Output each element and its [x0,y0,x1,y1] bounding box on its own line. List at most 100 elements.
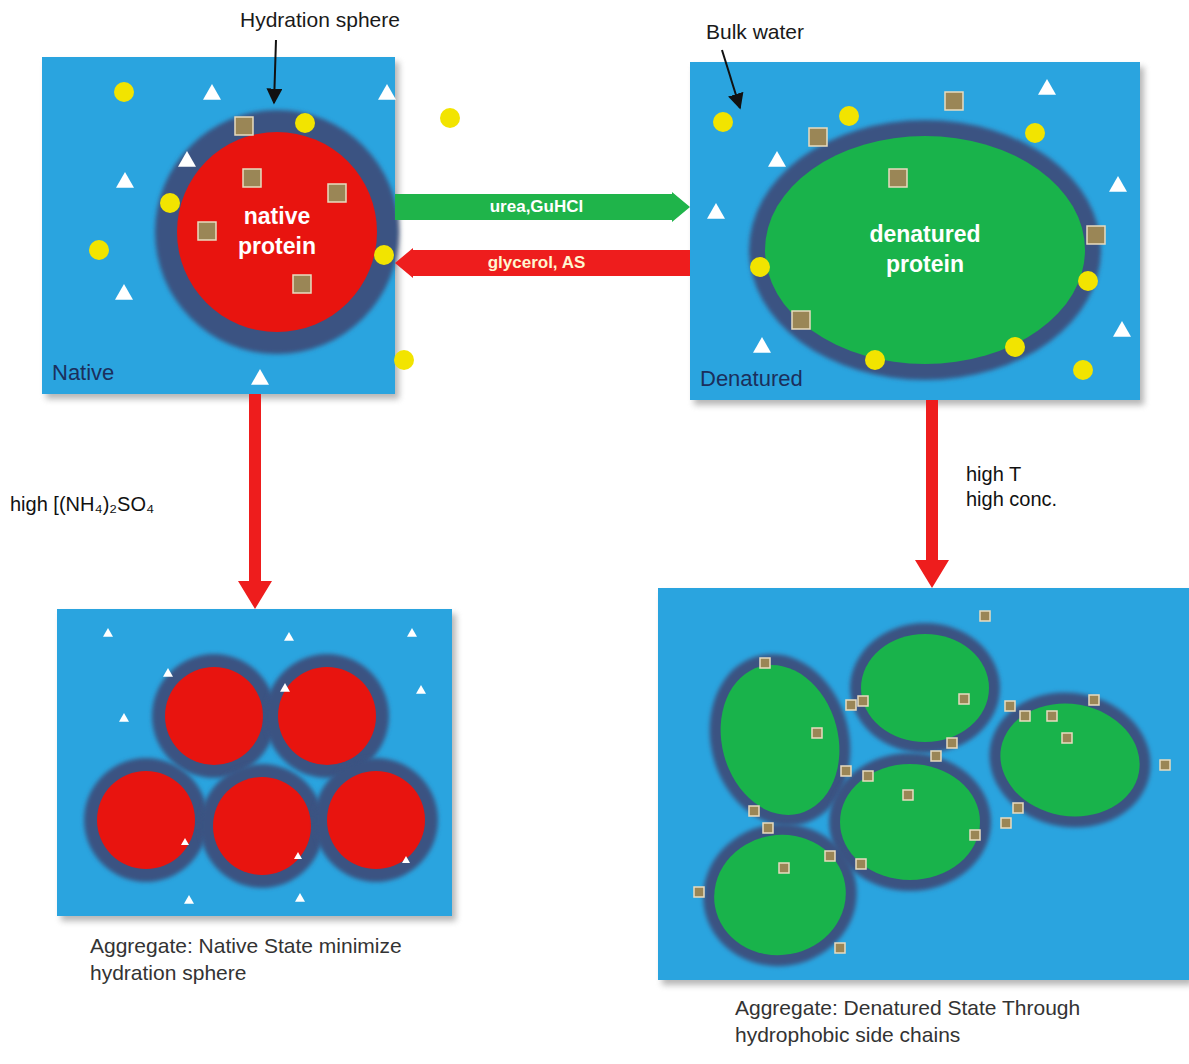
square-molecule [825,851,835,861]
protein-body [765,136,1085,364]
square-molecule [1160,760,1170,770]
triangle-molecule [163,668,173,677]
protein [692,812,868,979]
protein [829,753,991,891]
state-label: Denatured [700,366,803,392]
triangle-molecule [181,838,189,845]
edge-label: high T high conc. [966,462,1061,512]
yellow-molecule [160,193,180,213]
yellow-molecule [1025,123,1045,143]
square-molecule [1087,226,1105,244]
square-molecule [792,311,810,329]
protein-body [991,693,1148,828]
protein [84,758,208,882]
protein-label: native protein [212,202,342,262]
protein-body [840,764,980,880]
hydration-sphere [84,758,208,882]
hydration-sphere [749,120,1101,380]
square-molecule [749,806,759,816]
square-molecule [947,738,957,748]
edge-label: high [(NH₄)₂SO₄ [10,492,154,517]
edge-label: urea,GuHCl [490,196,584,217]
protein-node: native protein [155,110,399,354]
yellow-molecule [114,82,134,102]
square-molecule [980,611,990,621]
callout-label: Bulk water [706,20,804,44]
leader-line [722,50,740,108]
caption: Aggregate: Native State minimize hydrati… [90,932,410,987]
yellow-molecule [1073,360,1093,380]
aggregate-panel: Aggregate: Denatured State Through hydro… [658,588,1189,980]
square-molecule [835,943,845,953]
square-molecule [931,751,941,761]
protein [314,758,438,882]
protein-body [861,634,989,742]
yellow-molecule [374,245,394,265]
state-panel: Denatured denatured protein [690,62,1140,400]
triangle-molecule [378,84,396,100]
triangle-molecule [184,895,194,904]
yellow-molecule [713,112,733,132]
square-molecule [841,766,851,776]
triangle-molecule [251,369,269,385]
triangle-molecule [178,151,196,167]
aggregate-panel: Aggregate: Native State minimize hydrati… [57,609,452,916]
yellow-molecule [865,350,885,370]
protein-body [165,667,263,765]
reaction-arrow [395,248,690,278]
yellow-molecule [440,108,460,128]
leader-line [274,40,276,103]
yellow-molecule [839,106,859,126]
square-molecule [970,830,980,840]
hydration-sphere [200,764,324,888]
triangle-molecule [295,893,305,902]
reaction-arrow [395,192,690,222]
square-molecule [945,92,963,110]
triangle-molecule [1038,79,1056,95]
triangle-molecule [203,84,221,100]
triangle-molecule [407,628,417,637]
protein [850,623,1000,753]
triangle-molecule [402,856,410,863]
protein-node: denatured protein [747,120,1103,380]
hydration-sphere [314,758,438,882]
triangle-molecule [116,172,134,188]
yellow-molecule [1005,337,1025,357]
square-molecule [1062,733,1072,743]
state-label: Native [52,360,114,386]
triangle-molecule [115,284,133,300]
triangle-molecule [768,151,786,167]
triangle-molecule [416,685,426,694]
protein-body [705,824,856,965]
hydration-sphere [692,812,868,979]
water-panel [57,609,452,916]
water-panel [658,588,1189,980]
square-molecule [235,117,253,135]
triangle-molecule [707,203,725,219]
triangle-molecule [753,337,771,353]
triangle-molecule [284,632,294,641]
protein [155,110,399,354]
square-molecule [812,728,822,738]
protein [200,764,324,888]
hydration-sphere [829,753,991,891]
protein-body [278,667,376,765]
square-molecule [846,700,856,710]
square-molecule [863,771,873,781]
yellow-molecule [89,240,109,260]
protein-body [97,771,195,869]
triangle-molecule [119,713,129,722]
square-molecule [809,128,827,146]
protein-label: denatured protein [850,220,1000,280]
triangle-molecule [294,852,302,859]
triangle-molecule [1113,321,1131,337]
water-panel [690,62,1140,400]
yellow-molecule [1078,271,1098,291]
protein [749,120,1101,380]
square-molecule [243,169,261,187]
yellow-molecule [394,350,414,370]
triangle-molecule [280,683,290,692]
square-molecule [779,863,789,873]
